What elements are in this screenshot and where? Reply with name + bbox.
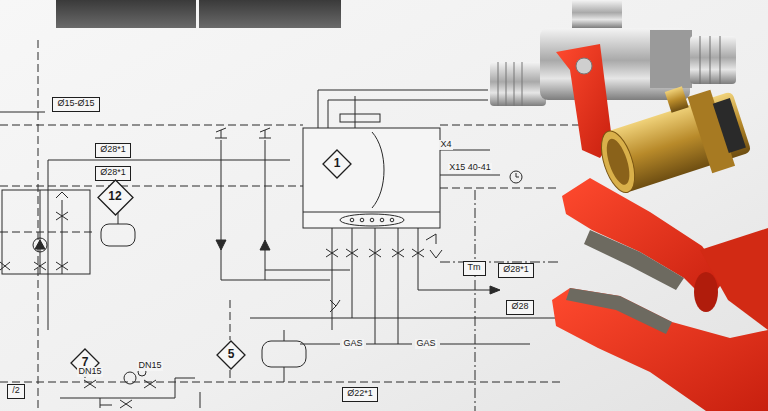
pipe-size-tag: /2	[7, 384, 25, 399]
pipe-size-tag: Ø28	[506, 300, 534, 315]
callout-number: 12	[97, 179, 134, 216]
diamond-shape	[217, 341, 245, 369]
pipe-size-tag: Ø22*1	[342, 387, 378, 402]
pipe-wrench	[552, 178, 768, 411]
pipe-size-tag: Ø28*1	[95, 166, 131, 181]
pipe-size-tag: Ø15-Ø15	[52, 97, 100, 112]
dark-panel	[199, 0, 341, 28]
callout-text: 5	[228, 348, 235, 361]
callout-text: 12	[108, 190, 121, 203]
schematic-label: GAS	[342, 339, 363, 349]
diamond-shape	[98, 180, 133, 215]
callout-number: 5	[216, 340, 246, 370]
schematic-label: DN15	[137, 361, 162, 371]
brass-fitting	[589, 72, 754, 204]
pipe-size: Ø28	[511, 302, 528, 312]
pipe-size-tag: Ø28*1	[95, 143, 131, 158]
pipe-size: Ø28*1	[100, 168, 126, 178]
pipe-size-tag: Ø28*1	[498, 263, 534, 278]
pipe-size-tag: Tm	[463, 261, 486, 276]
pipe-size: /2	[12, 386, 20, 396]
schematic-label: GAS	[415, 339, 436, 349]
pipe-size: Ø22*1	[347, 389, 373, 399]
schematic-label: X4	[439, 140, 452, 150]
pipe-size: Ø28*1	[100, 145, 126, 155]
diamond-shape	[323, 150, 351, 178]
schematic-label: DN15	[77, 367, 102, 377]
pipe-size: Ø28*1	[503, 265, 529, 275]
pipe-size: Ø15-Ø15	[57, 99, 94, 109]
callout-number: 1	[322, 149, 352, 179]
pipe-size: Tm	[468, 263, 481, 273]
dark-panel	[56, 0, 196, 28]
schematic-label: X15 40-41	[448, 163, 492, 173]
callout-text: 1	[334, 157, 341, 170]
pipe-lines	[0, 40, 590, 411]
